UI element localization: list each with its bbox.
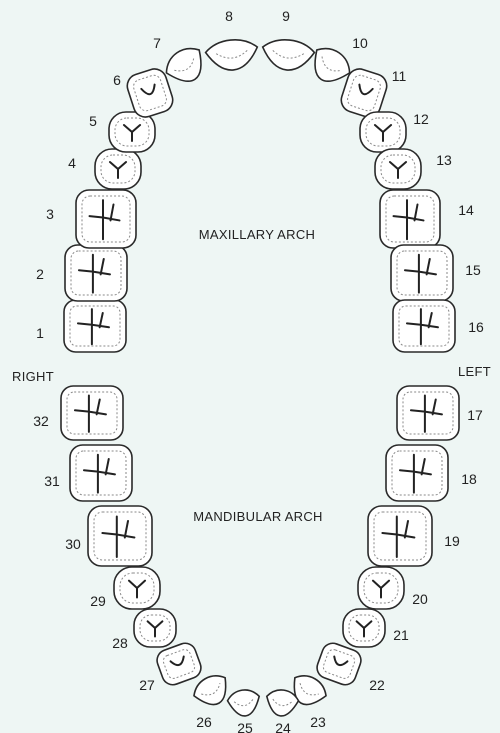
tooth-16 xyxy=(393,300,455,352)
tooth-number-3: 3 xyxy=(46,206,54,222)
tooth-number-19: 19 xyxy=(444,533,460,549)
tooth-number-15: 15 xyxy=(465,262,481,278)
tooth-number-20: 20 xyxy=(412,591,428,607)
tooth-number-18: 18 xyxy=(461,471,477,487)
tooth-30 xyxy=(88,506,152,566)
tooth-25 xyxy=(226,688,261,718)
tooth-number-23: 23 xyxy=(310,714,326,730)
tooth-21 xyxy=(343,609,385,647)
tooth-12 xyxy=(360,112,406,152)
tooth-number-25: 25 xyxy=(237,720,253,733)
left-side-label: LEFT xyxy=(458,364,491,379)
tooth-number-6: 6 xyxy=(113,72,121,88)
tooth-number-10: 10 xyxy=(352,35,368,51)
tooth-number-24: 24 xyxy=(275,720,291,733)
tooth-number-22: 22 xyxy=(369,677,385,693)
tooth-18 xyxy=(386,445,448,501)
tooth-29 xyxy=(114,567,160,609)
teeth-layer xyxy=(61,37,459,718)
tooth-9 xyxy=(261,37,316,72)
tooth-1 xyxy=(64,300,126,352)
right-side-label: RIGHT xyxy=(12,369,54,384)
tooth-outline xyxy=(226,688,261,718)
tooth-number-29: 29 xyxy=(90,593,106,609)
tooth-outline xyxy=(205,37,260,72)
tooth-32 xyxy=(61,386,123,440)
tooth-number-26: 26 xyxy=(196,714,212,730)
tooth-3 xyxy=(76,190,136,248)
tooth-number-17: 17 xyxy=(467,407,483,423)
tooth-20 xyxy=(358,567,404,609)
tooth-number-30: 30 xyxy=(65,536,81,552)
tooth-19 xyxy=(368,506,432,566)
tooth-number-27: 27 xyxy=(139,677,155,693)
tooth-number-12: 12 xyxy=(413,111,429,127)
tooth-number-9: 9 xyxy=(282,8,290,24)
tooth-5 xyxy=(109,112,155,152)
tooth-number-5: 5 xyxy=(89,113,97,129)
tooth-number-31: 31 xyxy=(44,473,60,489)
tooth-number-7: 7 xyxy=(153,35,161,51)
tooth-4 xyxy=(95,149,141,189)
tooth-outline xyxy=(261,37,316,72)
tooth-number-2: 2 xyxy=(36,266,44,282)
tooth-number-28: 28 xyxy=(112,635,128,651)
tooth-17 xyxy=(397,386,459,440)
tooth-number-11: 11 xyxy=(392,68,407,84)
maxillary-arch-label: MAXILLARY ARCH xyxy=(199,227,315,242)
tooth-13 xyxy=(375,149,421,189)
tooth-number-8: 8 xyxy=(225,8,233,24)
mandibular-arch-label: MANDIBULAR ARCH xyxy=(193,509,322,524)
tooth-8 xyxy=(205,37,260,72)
tooth-28 xyxy=(134,609,176,647)
tooth-number-16: 16 xyxy=(468,319,484,335)
tooth-2 xyxy=(65,245,127,301)
tooth-number-1: 1 xyxy=(36,325,44,341)
tooth-number-13: 13 xyxy=(436,152,452,168)
tooth-31 xyxy=(70,445,132,501)
tooth-number-21: 21 xyxy=(393,627,409,643)
tooth-15 xyxy=(391,245,453,301)
tooth-number-14: 14 xyxy=(458,202,474,218)
tooth-number-32: 32 xyxy=(33,413,49,429)
tooth-number-4: 4 xyxy=(68,155,76,171)
tooth-14 xyxy=(380,190,440,248)
